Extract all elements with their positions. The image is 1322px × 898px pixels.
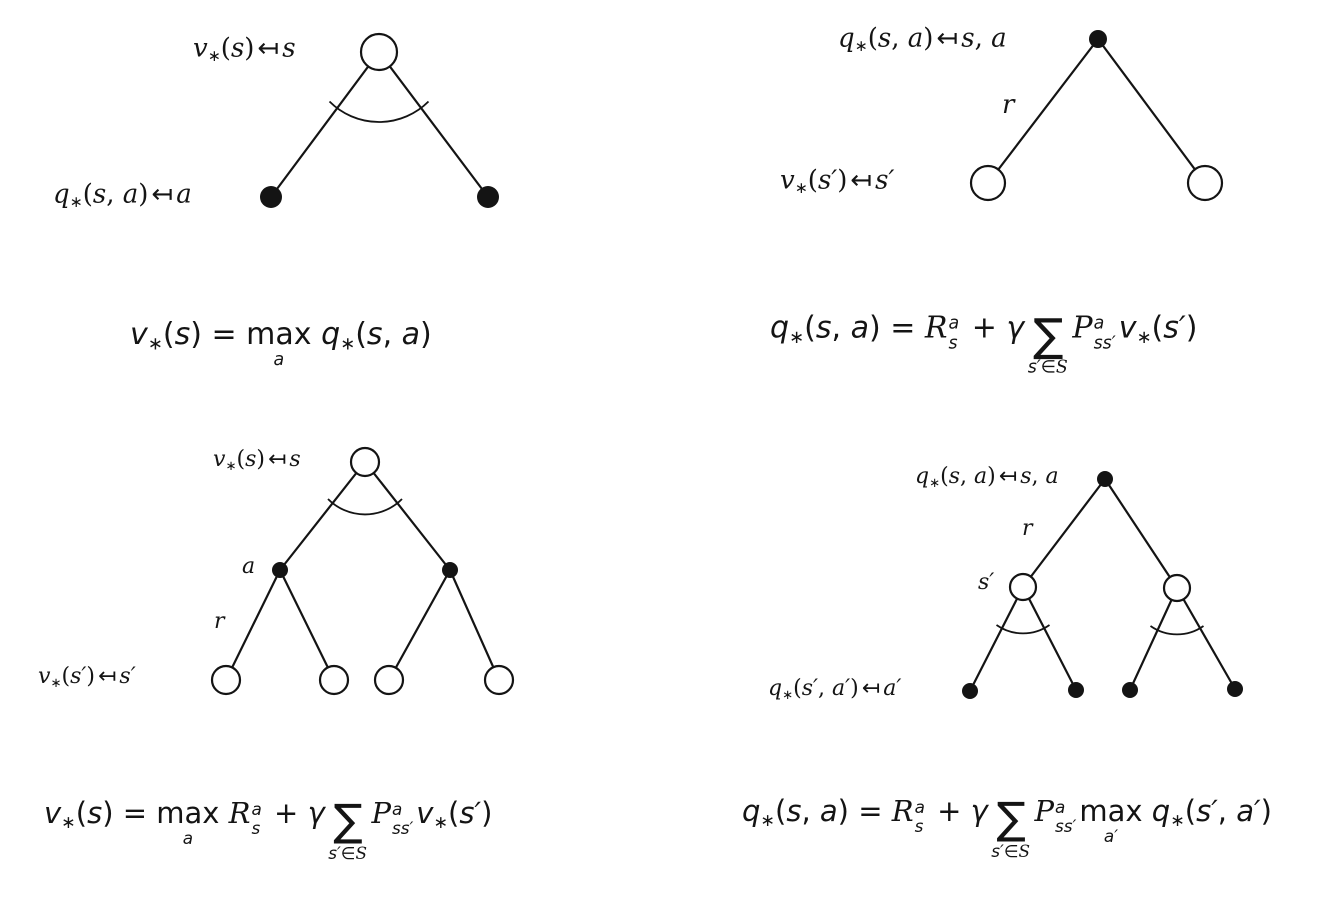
action-node (272, 562, 288, 578)
diagram-q-star-expanded (962, 471, 1243, 699)
action-node (1122, 682, 1138, 698)
action-node (1097, 471, 1113, 487)
edge-label-next-state: s′ (978, 570, 995, 595)
edge (1021, 585, 1078, 692)
edge-label-action: a (242, 554, 256, 579)
label-leaf-q-star-prime: q∗(s′, a′)↤a′ (768, 675, 902, 703)
edge (1096, 37, 1207, 185)
diagram-v-star (260, 32, 499, 208)
state-node (1008, 572, 1038, 602)
edge-label-reward: r (214, 609, 225, 634)
edge (269, 50, 381, 199)
state-node (1186, 164, 1224, 202)
edge (1175, 586, 1237, 691)
max-arc (995, 624, 1051, 635)
edge (387, 568, 452, 682)
edge (1021, 477, 1107, 589)
state-node (349, 446, 381, 478)
label-root-q-star: q∗(s, a)↤s, a (915, 463, 1059, 491)
label-leaf-v-star-prime: v∗(s′)↤s′ (780, 165, 895, 198)
edge-label-reward: r (1002, 90, 1015, 120)
max-arc (327, 498, 403, 516)
action-node (1068, 682, 1084, 698)
edge (1103, 477, 1179, 590)
label-leaf-v-star-prime: v∗(s′)↤s′ (38, 663, 136, 691)
state-node (210, 664, 242, 696)
label-root-q-star: q∗(s, a)↤s, a (838, 23, 1007, 56)
max-arc (1149, 625, 1205, 636)
state-node (1162, 573, 1192, 603)
label-leaf-q-star: q∗(s, a)↤a (53, 179, 192, 212)
edge-label-reward: r (1022, 516, 1033, 541)
diagram-v-star-expanded (210, 446, 515, 696)
edge (278, 568, 336, 682)
state-node (359, 32, 399, 72)
action-node (962, 683, 978, 699)
action-node (442, 562, 458, 578)
edge (224, 568, 282, 682)
action-node (477, 186, 499, 208)
edge (278, 460, 367, 572)
edge (363, 460, 452, 572)
edge (448, 568, 501, 682)
state-node (318, 664, 350, 696)
action-node (1227, 681, 1243, 697)
edge (377, 50, 490, 199)
label-root-v-star: v∗(s)↤s (213, 446, 301, 474)
action-node (1089, 30, 1107, 48)
state-node (483, 664, 515, 696)
max-arc (328, 100, 430, 123)
edge (1128, 586, 1179, 692)
action-node (260, 186, 282, 208)
diagram-q-star (969, 30, 1224, 202)
edge (968, 585, 1025, 693)
state-node (373, 664, 405, 696)
edge (986, 37, 1100, 185)
state-node (969, 164, 1007, 202)
label-root-v-star: v∗(s)↤s (193, 33, 296, 66)
